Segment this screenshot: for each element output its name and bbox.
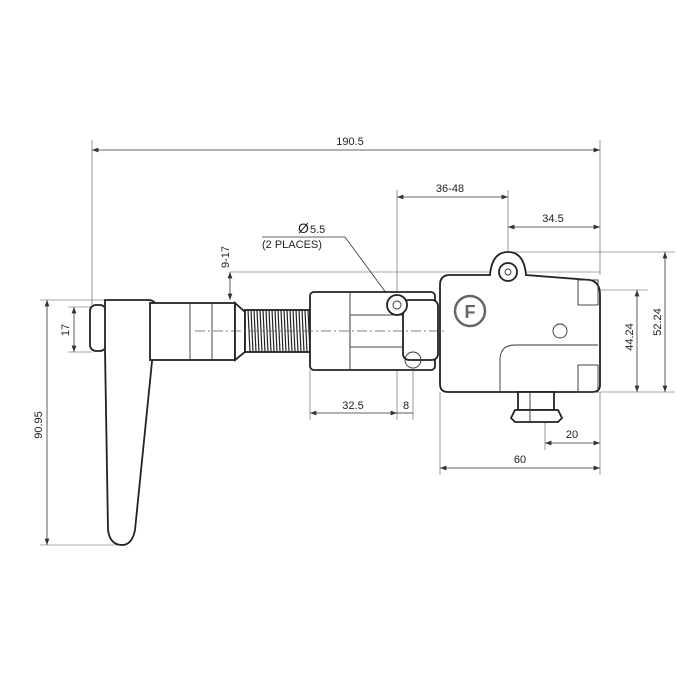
dim-pin-width: 8 (403, 400, 409, 412)
dim-total-height: 52.24 (652, 308, 664, 336)
thread-ridge (295, 309, 299, 353)
dim-body-height: 44.24 (624, 323, 636, 351)
interlock-switch-body: F (439, 251, 601, 393)
dim-adjust-range: 36-48 (436, 183, 464, 195)
hole-note: (2 PLACES) (262, 239, 322, 251)
dim-overall-length: 190.5 (336, 136, 364, 148)
brand-logo (453, 294, 487, 328)
thread-ridge (277, 309, 281, 353)
dim-lever-height: 90.95 (33, 411, 45, 439)
dim-hole-diameter: 5.5 (310, 224, 325, 236)
dim-body-width: 60 (514, 454, 526, 466)
hole-diameter-symbol: Ø (298, 220, 309, 236)
adjuster-block (309, 291, 439, 371)
clamp-lever-handle (89, 299, 159, 546)
hole-leader-line (262, 236, 396, 306)
dim-connector-offset: 20 (566, 429, 578, 441)
dimension-lines (44, 147, 668, 545)
dim-body-offset: 34.5 (542, 213, 563, 225)
brand-logo-letter: F (465, 302, 476, 322)
thread-ridge (259, 309, 263, 353)
extension-lines (40, 140, 675, 546)
handle-hub (149, 300, 246, 362)
cable-connector (509, 391, 564, 423)
dim-gap-range: 9-17 (220, 246, 232, 268)
dim-knob-height: 17 (60, 324, 72, 336)
dim-block-length: 32.5 (342, 400, 363, 412)
